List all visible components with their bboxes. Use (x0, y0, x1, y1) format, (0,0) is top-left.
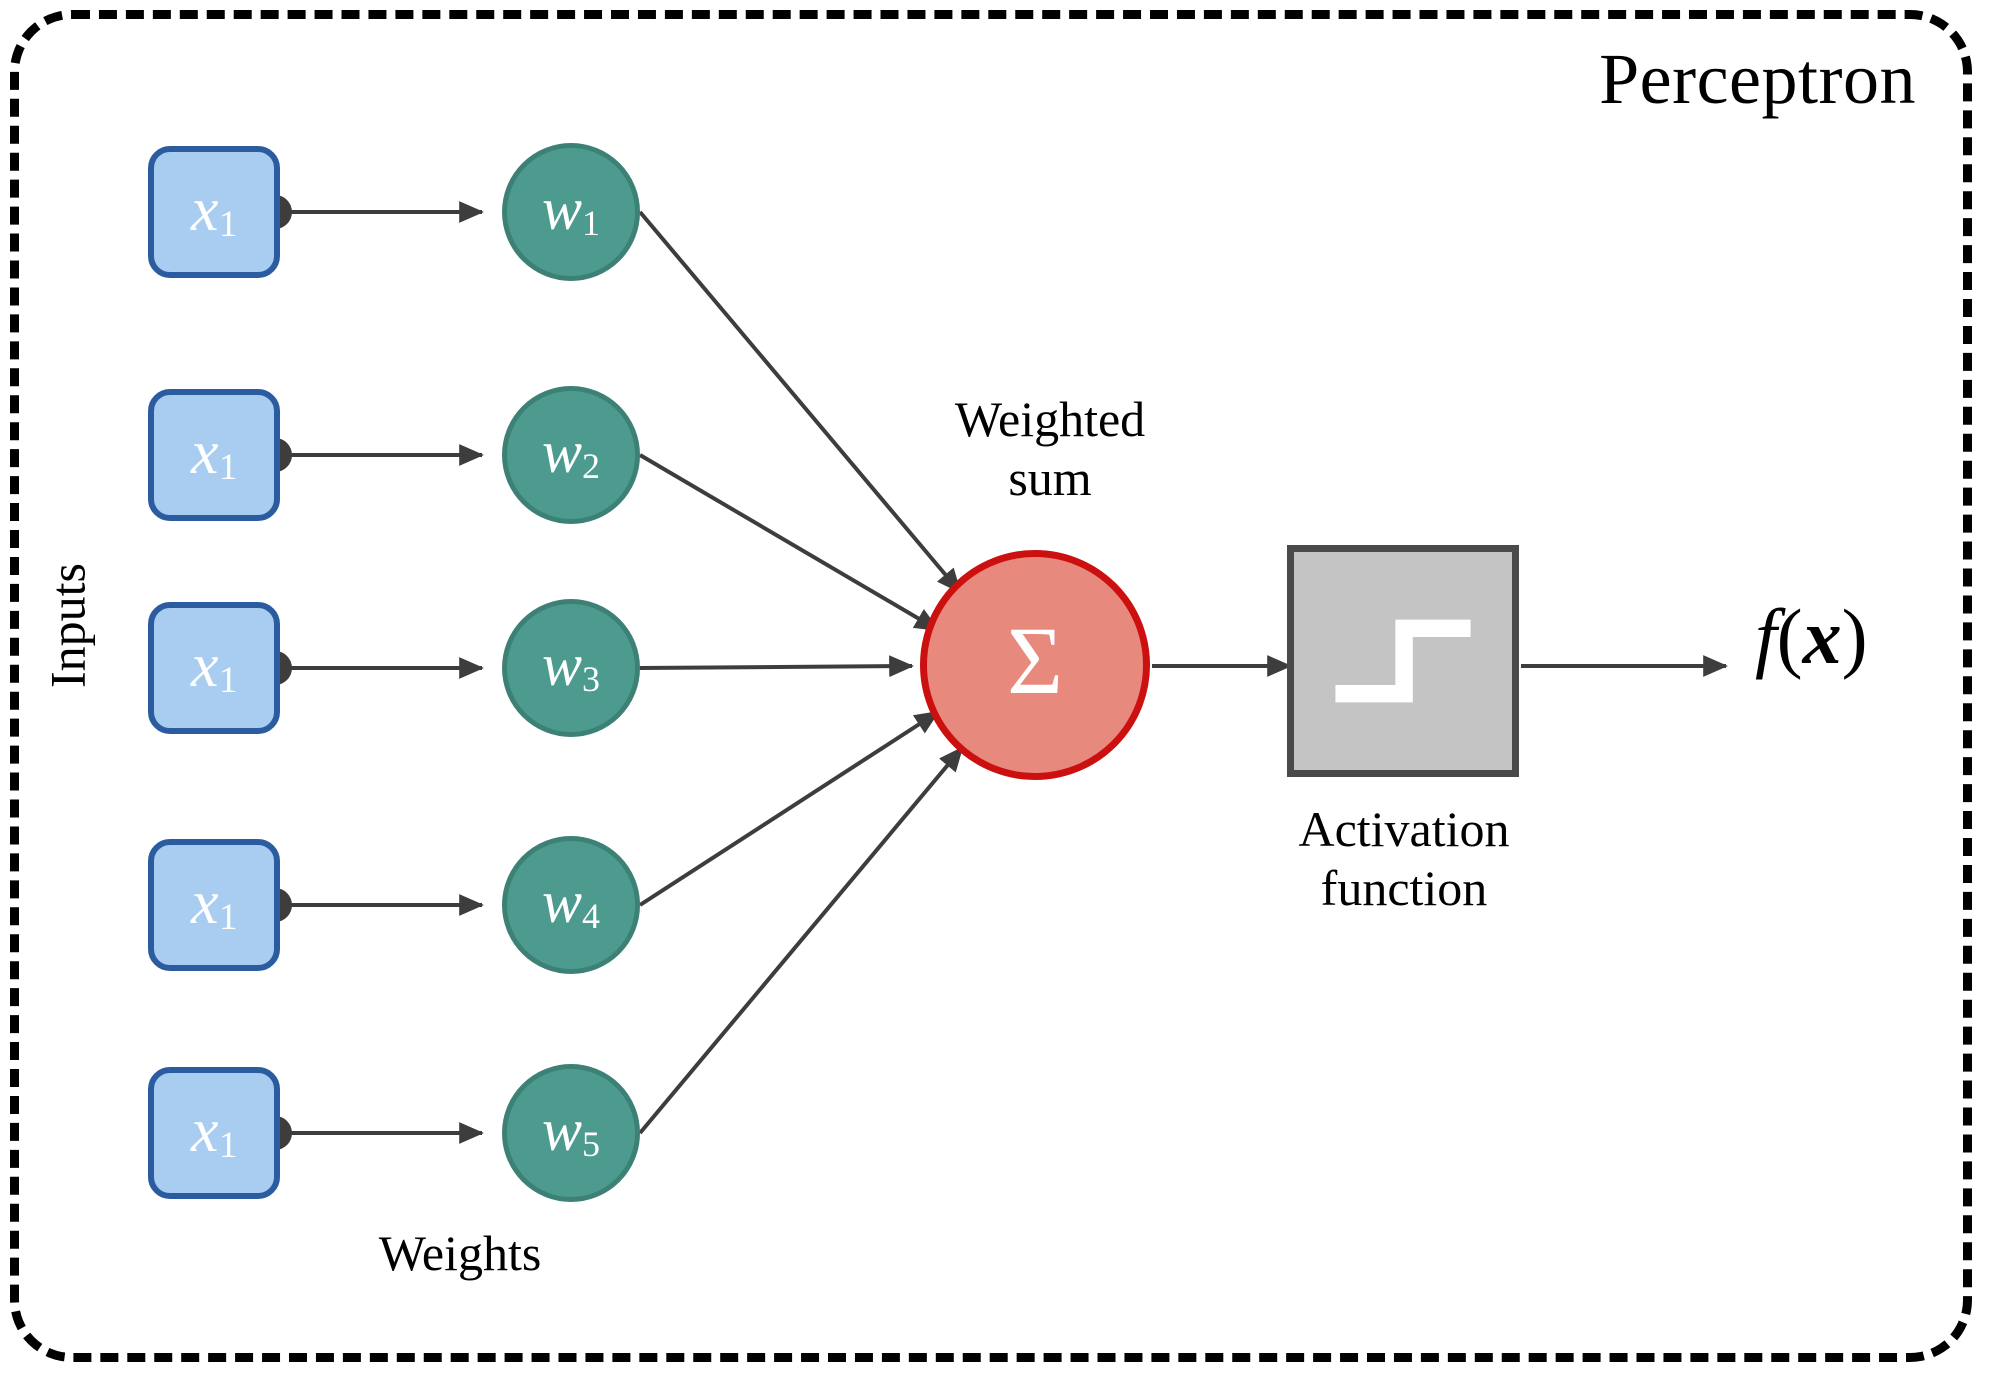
input-label-3: x1 (190, 632, 238, 701)
weighted-sum-caption: Weighted sum (954, 391, 1146, 506)
input-label-5: x1 (190, 1097, 238, 1166)
output-close-paren: ) (1841, 593, 1868, 680)
activation-function-box[interactable] (1287, 545, 1519, 777)
weight-node-3[interactable]: w3 (502, 599, 640, 737)
page-title: Perceptron (1599, 39, 1916, 119)
inputs-group-caption: Inputs (39, 563, 96, 688)
weights-group-caption: Weights (378, 1225, 542, 1281)
input-label-1: x1 (190, 176, 238, 245)
weight-node-1[interactable]: w1 (502, 143, 640, 281)
output-label: f(x) (1755, 592, 1868, 682)
step-function-icon (1335, 619, 1471, 703)
input-label-4: x1 (190, 869, 238, 938)
input-box-3[interactable]: x1 (148, 602, 280, 734)
weight-label-2: w2 (541, 419, 601, 486)
input-box-5[interactable]: x1 (148, 1067, 280, 1199)
weight-node-5[interactable]: w5 (502, 1064, 640, 1202)
activation-function-caption: Activation function (1298, 801, 1510, 916)
weighted-sum-node[interactable]: Σ (920, 550, 1150, 780)
output-f: f (1755, 593, 1777, 680)
weight-label-1: w1 (541, 176, 601, 243)
input-box-4[interactable]: x1 (148, 839, 280, 971)
output-x: x (1802, 593, 1842, 680)
weight-label-3: w3 (541, 632, 601, 699)
weight-label-5: w5 (541, 1097, 601, 1164)
output-open-paren: ( (1776, 593, 1803, 680)
weight-label-4: w4 (541, 869, 601, 936)
input-box-2[interactable]: x1 (148, 389, 280, 521)
input-label-2: x1 (190, 419, 238, 488)
input-box-1[interactable]: x1 (148, 146, 280, 278)
weight-node-4[interactable]: w4 (502, 836, 640, 974)
weight-node-2[interactable]: w2 (502, 386, 640, 524)
sigma-icon: Σ (1007, 607, 1063, 714)
